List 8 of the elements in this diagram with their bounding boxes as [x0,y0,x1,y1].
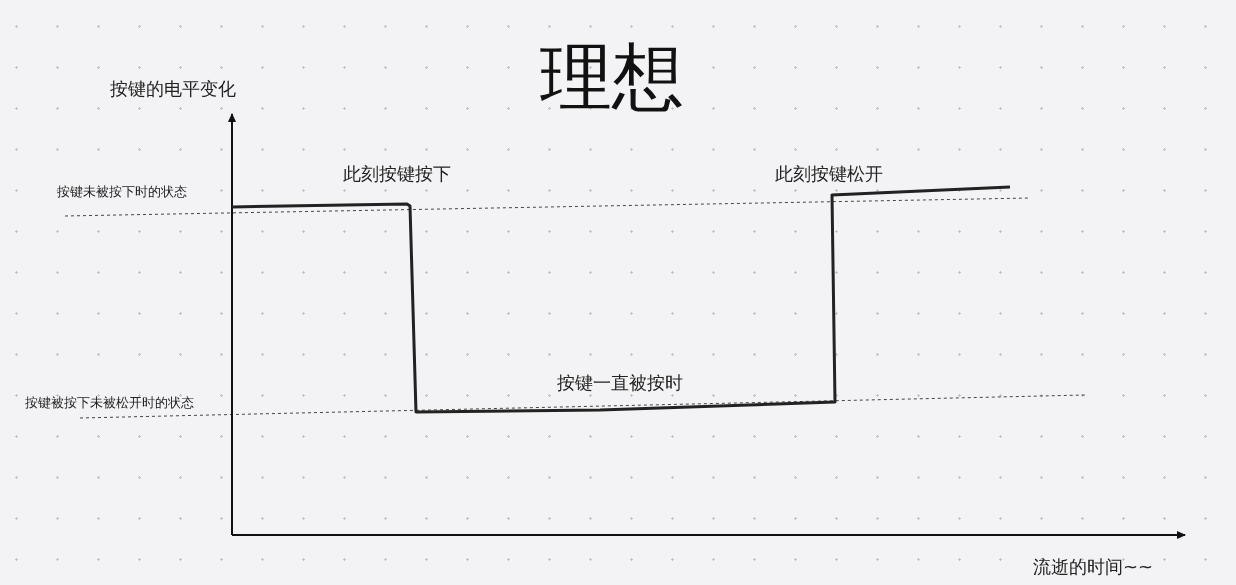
diagram-title: 理想 [540,38,684,118]
state-label: 按键一直被按时 [557,373,683,393]
event-label: 此刻按键按下 [343,164,451,184]
axis-label: 流逝的时间~~ [1033,557,1154,577]
event-label: 此刻按键松开 [775,164,883,184]
axis-label: 按键的电平变化 [110,79,236,99]
state-label: 按键被按下未被松开时的状态 [25,396,194,411]
state-label: 按键未被按下时的状态 [57,185,187,200]
